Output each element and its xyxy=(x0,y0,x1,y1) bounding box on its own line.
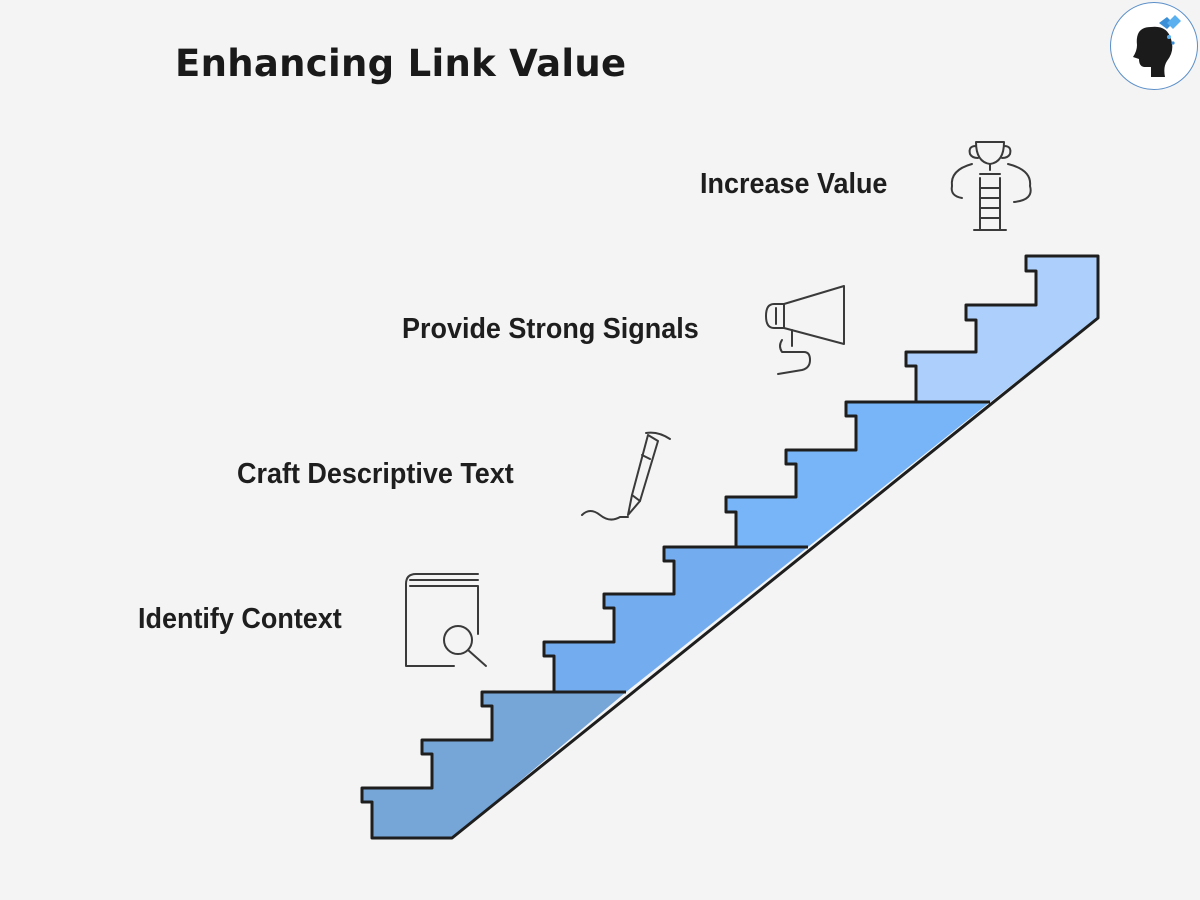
pen-icon xyxy=(581,431,671,521)
stair-segment-2 xyxy=(544,547,808,692)
stair-segment-4 xyxy=(906,256,1098,402)
woman-silhouette-butterfly-icon xyxy=(1133,15,1181,77)
trophy-ladder-icon xyxy=(950,141,1032,231)
brand-logo xyxy=(1110,2,1198,90)
step-label-identify-context: Identify Context xyxy=(138,603,342,635)
step-label-increase-value: Increase Value xyxy=(700,168,888,200)
step-label-craft-descriptive-text: Craft Descriptive Text xyxy=(237,458,514,490)
stair-segment-3 xyxy=(726,402,990,547)
book-search-icon xyxy=(405,573,487,667)
stair-segment-1 xyxy=(362,692,626,838)
stair-outline xyxy=(360,254,1100,840)
step-label-provide-strong-signals: Provide Strong Signals xyxy=(402,313,699,345)
megaphone-icon xyxy=(765,285,845,375)
diagram-title: Enhancing Link Value xyxy=(175,42,627,85)
